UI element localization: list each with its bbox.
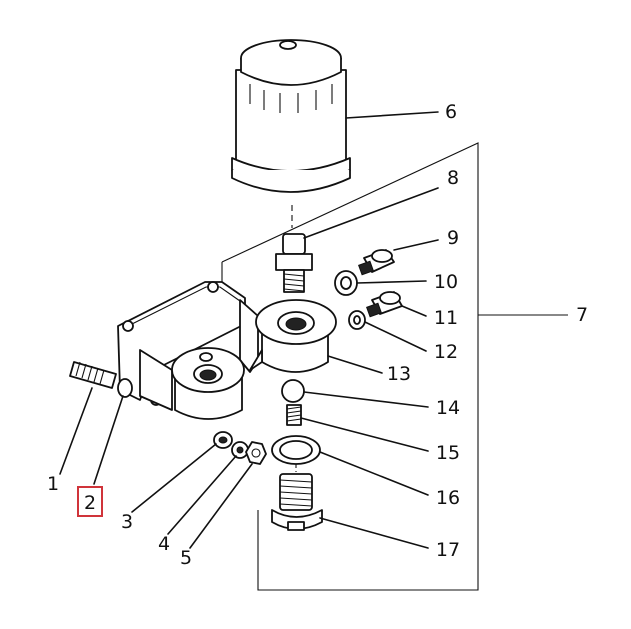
oil-filter [231, 39, 351, 228]
callout-11: 11 [434, 307, 458, 329]
callout-12: 12 [434, 341, 458, 363]
callout-labels: 1 2 3 4 5 6 7 8 9 10 11 12 13 14 15 16 1… [47, 101, 588, 569]
filter-housing [117, 281, 337, 420]
callout-3: 3 [121, 511, 133, 533]
callout-4: 4 [158, 533, 170, 555]
washer-2 [117, 378, 133, 398]
callout-8: 8 [447, 167, 459, 189]
washer-12 [348, 310, 366, 330]
relief-plug [271, 464, 323, 531]
seal-ring [271, 435, 321, 465]
stud [69, 361, 117, 389]
callout-2-highlight-box [77, 486, 103, 517]
washer-3 [213, 431, 233, 449]
threaded-nipple [275, 233, 313, 293]
plug-11 [366, 291, 403, 318]
callout-5: 5 [180, 547, 192, 569]
callout-9: 9 [447, 227, 459, 249]
callout-13: 13 [387, 363, 411, 385]
callout-14: 14 [436, 397, 460, 419]
plug-9 [358, 249, 395, 276]
callout-2: 2 [84, 492, 96, 514]
callout-16: 16 [436, 487, 460, 509]
lock-washer-4 [231, 441, 249, 459]
nut-5 [245, 441, 267, 465]
callout-10: 10 [434, 271, 458, 293]
callout-15: 15 [436, 442, 460, 464]
ball-valve [281, 379, 305, 403]
callout-17: 17 [436, 539, 460, 561]
spring [286, 404, 302, 426]
leader-lines [59, 111, 439, 549]
callout-1: 1 [47, 473, 59, 495]
callout-7: 7 [576, 304, 588, 326]
washer-10 [334, 270, 358, 296]
callout-6: 6 [445, 101, 457, 123]
